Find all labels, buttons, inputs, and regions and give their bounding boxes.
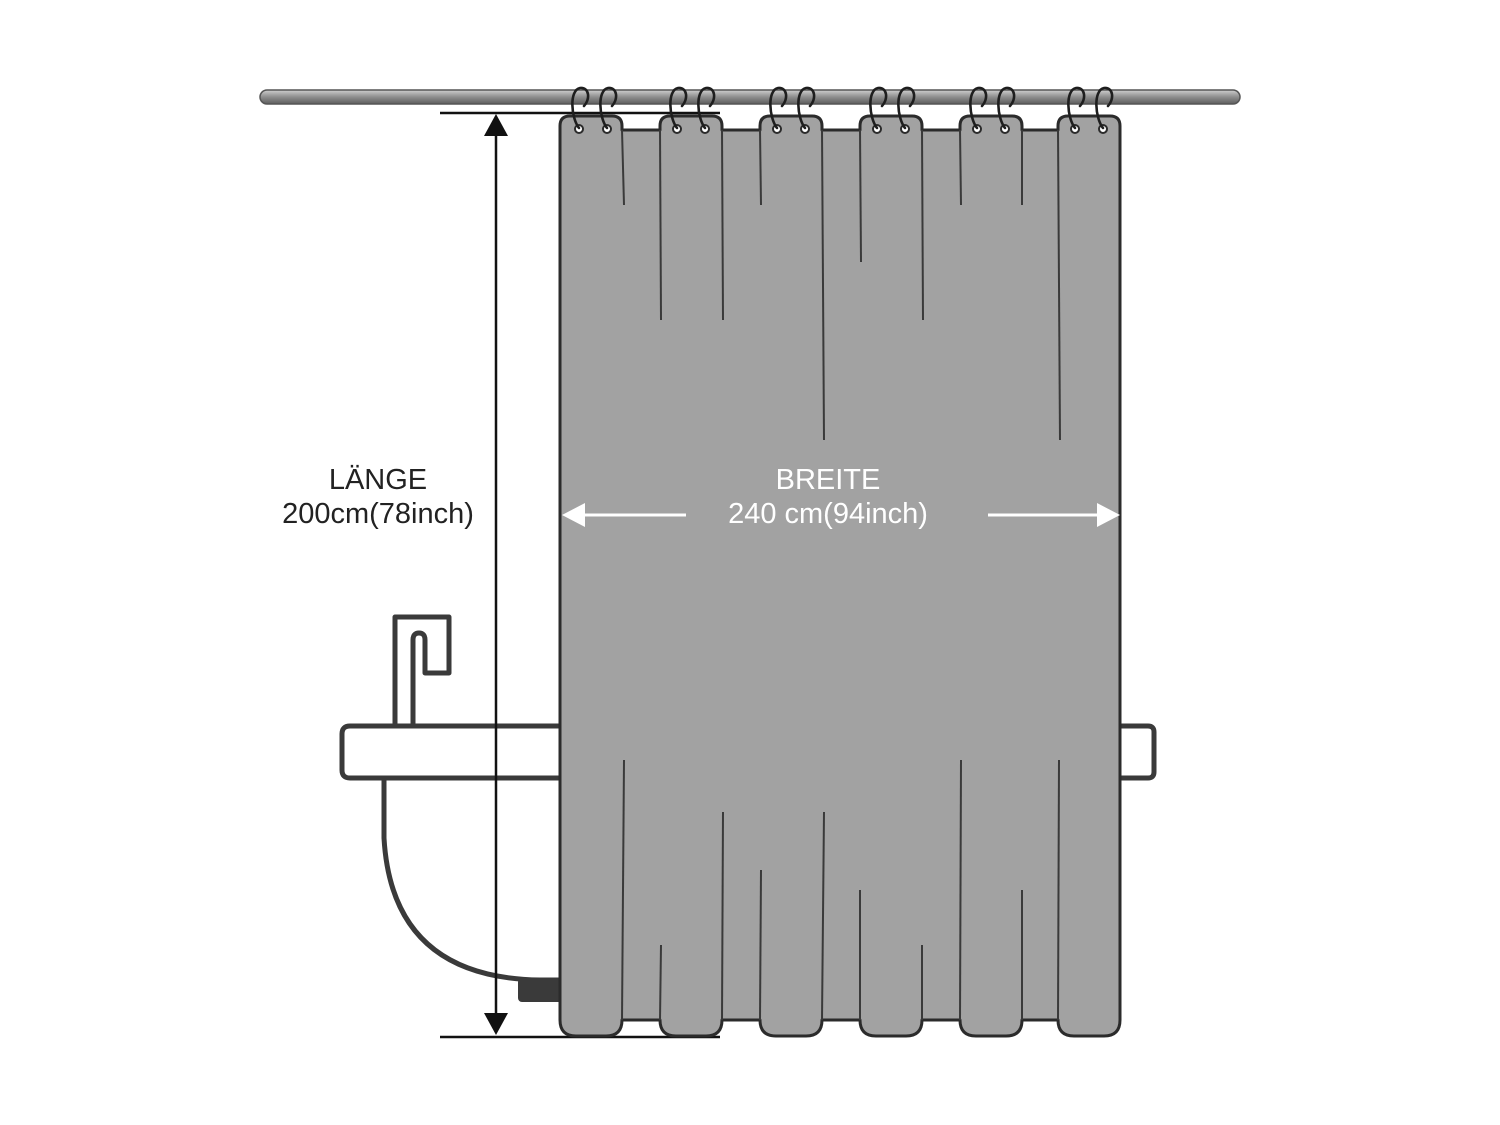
bathtub-drain: [518, 978, 564, 1002]
hook-icon: [769, 86, 788, 130]
hook-icon: [997, 86, 1016, 130]
curtain-folds: [621, 129, 1061, 1021]
faucet: [392, 614, 452, 726]
hook-icon: [969, 86, 988, 130]
bathtub-basin: [381, 778, 560, 983]
hook-icon: [1095, 86, 1114, 130]
length-value: 200cm(78inch): [282, 498, 474, 530]
curtain: [558, 114, 1122, 1038]
length-arrowhead-top: [484, 114, 508, 136]
width-arrowhead-right: [1097, 503, 1120, 527]
curtain-panel: [558, 114, 1122, 1038]
width-arrowhead-left: [562, 503, 585, 527]
bathtub-rim-right: [1120, 723, 1157, 781]
width-dimension: [562, 503, 1120, 527]
length-label: LÄNGE: [328, 464, 428, 496]
bathtub-rim-left: [339, 723, 560, 781]
curtain-hooks: [571, 86, 1114, 130]
shower-rod: [259, 89, 1241, 105]
width-label: BREITE: [775, 464, 881, 496]
hook-icon: [571, 86, 590, 130]
width-value: 240 cm(94inch): [728, 498, 928, 530]
hook-icon: [797, 86, 816, 130]
bathtub: [339, 614, 1157, 983]
hook-icon: [897, 86, 916, 130]
hook-icon: [669, 86, 688, 130]
hook-icon: [697, 86, 716, 130]
hook-icon: [869, 86, 888, 130]
hook-icon: [1067, 86, 1086, 130]
hook-icon: [599, 86, 618, 130]
length-arrowhead-bottom: [484, 1013, 508, 1035]
